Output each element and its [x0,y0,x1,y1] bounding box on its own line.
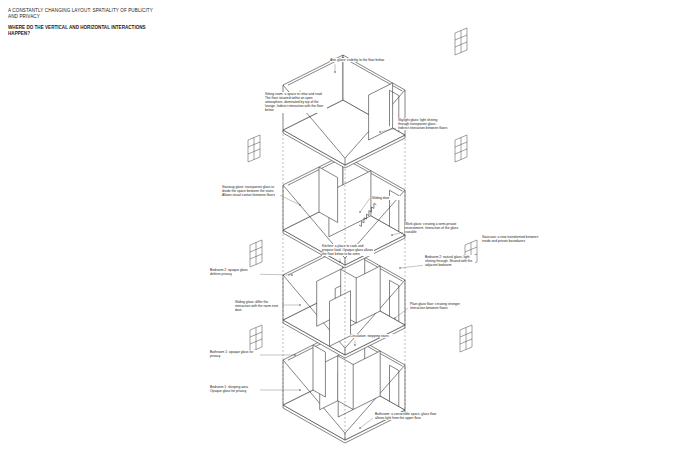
annotation: Sliding door [372,196,400,200]
leader-line [360,418,373,428]
window-elevation [455,135,467,162]
leader-line [260,390,300,391]
annotation: Skylight glass: light shining through tr… [398,118,448,130]
annotation: Kitchen: a place to cook and prepare foo… [322,244,374,256]
leader-line [335,64,336,72]
stair [359,203,376,226]
window-elevation [250,325,262,352]
leader-line [282,305,300,306]
annotation: Attic glass: visibility to the floor bel… [330,58,385,62]
annotation: Bedroom 2: opaque glass defines privacy [210,268,258,276]
annotation: Staircase: a new transformed between ins… [482,235,540,243]
annotation: Bedroom 1: sleeping area. Opaque glass f… [210,385,258,393]
alignment-line [345,165,346,440]
floor-plate [283,155,405,268]
leader-line [260,274,292,276]
leader-line [360,198,370,212]
leader-dot [291,274,292,275]
leader-dot [354,344,355,345]
annotation: Bathroom 1: opaque glass for privacy [210,350,258,358]
window-elevation [250,240,262,267]
window-elevation [460,325,472,352]
leader-dot [299,389,300,390]
leader-line [395,308,408,318]
annotation: Circulation: stepping stairs [350,334,395,338]
leader-line [355,340,356,345]
leader-dot [334,71,335,72]
leader-dot [394,317,395,318]
leader-line [340,258,341,262]
window-elevation [455,28,467,55]
leader-line [392,232,403,235]
leader-dot [299,204,300,205]
leader-line [380,128,396,132]
subtitle: WHERE DO THE VERTICAL AND HORIZONTAL INT… [8,25,158,36]
leader-dot [294,354,295,355]
leader-dot [391,234,392,235]
leader-line [400,265,423,268]
annotation: Sliding glass: differ the interaction wi… [235,300,280,312]
leader-line [280,195,300,205]
title: A CONSTANTLY CHANGING LAYOUT: SPATIALITY… [8,8,158,20]
alignment-line [283,130,284,405]
leader-dot [379,131,380,132]
annotation: Plain glass floor: creating stronger int… [410,302,460,310]
annotation: Stairway glass: transparent glass to div… [222,185,278,197]
annotation: Sitting room: a space to relax and read.… [265,92,327,113]
leader-dot [299,304,300,305]
annotation: Bathroom: a convertible space, glass flo… [375,412,437,420]
leader-line [260,355,295,356]
annotation: Work glass: creating a semi-private envi… [405,222,460,234]
window-elevation [248,135,260,162]
leader-dot [399,267,400,268]
leader-dot [359,211,360,212]
leader-dot [359,427,360,428]
leader-dot [339,261,340,262]
alignment-line [405,135,406,410]
annotation: Bedroom 2: natural glass, light shining … [425,255,475,267]
